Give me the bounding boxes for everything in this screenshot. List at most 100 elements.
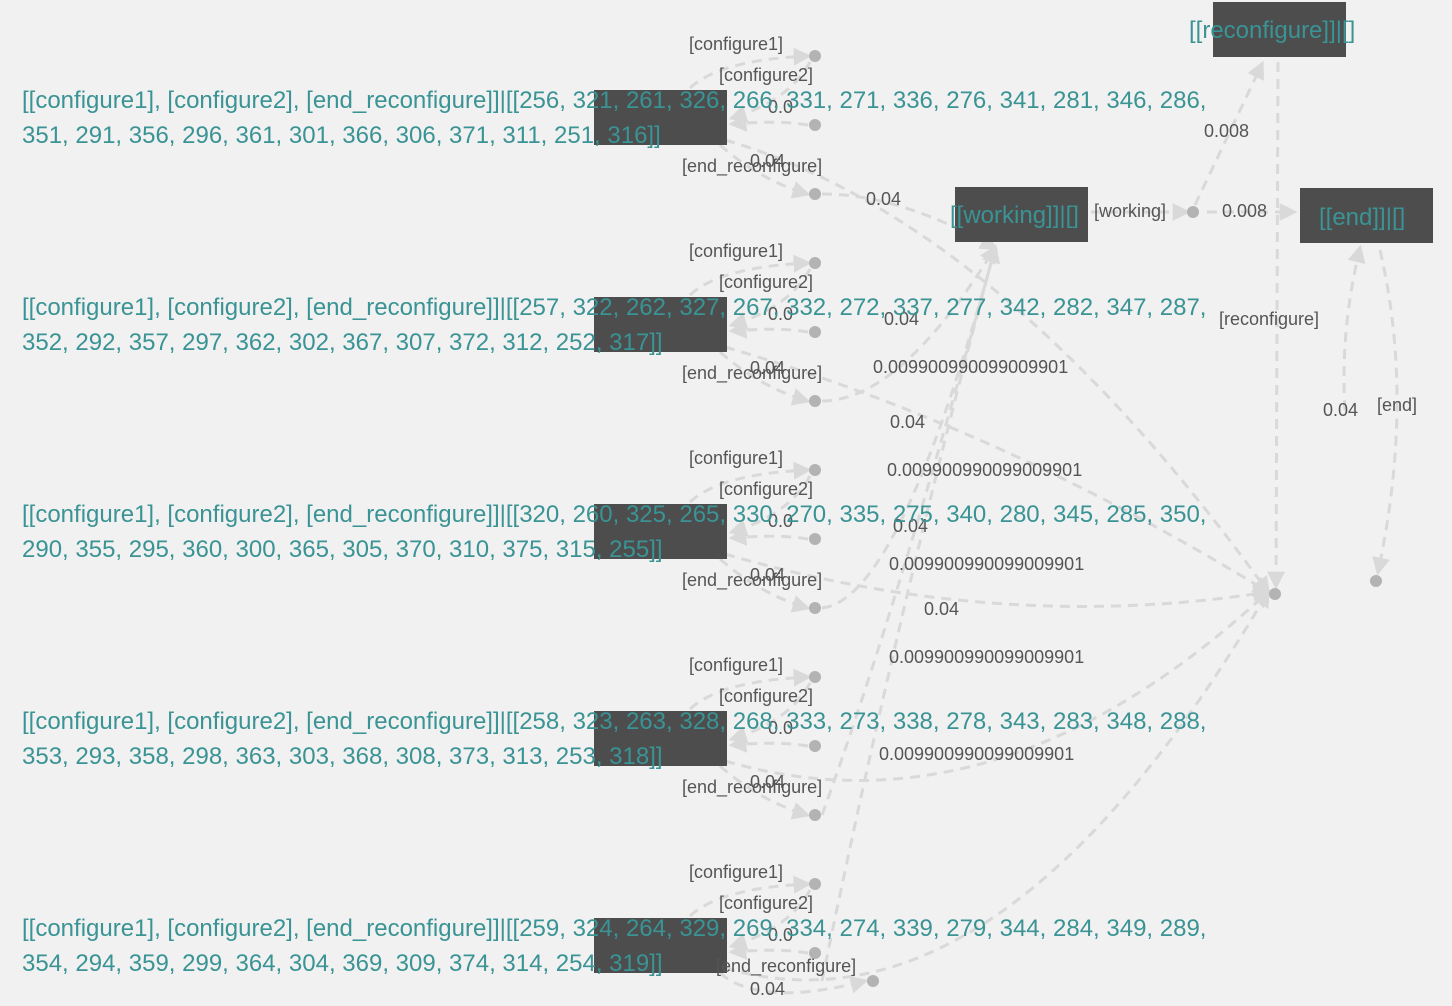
node-config-row-5-label-line2: 354, 294, 359, 299, 364, 304, 369, 309, … xyxy=(22,950,663,977)
label-end-reconfigure-row-4: [end_reconfigure] xyxy=(682,777,822,798)
label-prob-row-3: 0.04 xyxy=(750,565,785,585)
edge-row-2-configure2-back xyxy=(728,320,809,339)
label-configure1-row-5: [configure1] xyxy=(689,862,783,882)
node-reconfigure-label: [[reconfigure]]|[] xyxy=(1189,17,1355,44)
label-prob-r3-working: 0.04 xyxy=(890,412,925,432)
label-configure2-row-3: [configure2] xyxy=(719,479,813,499)
label-prob-r1-working: 0.04 xyxy=(866,189,901,209)
label-configure2-row-5: [configure2] xyxy=(719,893,813,913)
node-config-row-4-box[interactable] xyxy=(594,711,727,766)
label-reconfigure-action: [reconfigure] xyxy=(1219,309,1319,329)
label-prob-small-3: 0.009900990099009901 xyxy=(889,554,1084,574)
label-prob-row-1: 0.04 xyxy=(750,151,785,171)
node-working[interactable]: [[working]]|[] xyxy=(950,187,1088,242)
edge-row-2-to-configure1 xyxy=(688,254,812,297)
edge-row-4-to-end-reconfigure xyxy=(719,764,811,820)
node-config-row-1-label-line1: [[configure1], [configure2], [end_reconf… xyxy=(22,87,1206,114)
end-action-dot xyxy=(1370,575,1382,587)
dot-configure2-row-5 xyxy=(809,947,821,959)
label-working-action: [working] xyxy=(1094,201,1166,221)
edge-working-to-reconfigure xyxy=(1193,60,1264,206)
label-configure1-row-4: [configure1] xyxy=(689,655,783,675)
label-configure1-row-3: [configure1] xyxy=(689,448,783,468)
label-end-reconfigure-row-5: [end_reconfigure] xyxy=(716,956,856,977)
label-prob-partial-row-4: 0.0 xyxy=(768,718,793,738)
edge-row-3-to-end-reconfigure xyxy=(719,557,811,613)
node-config-row-4-label-line2: 353, 293, 358, 298, 363, 303, 368, 308, … xyxy=(22,743,663,770)
edge-row-1-to-end-reconfigure xyxy=(719,143,811,199)
edge-row-4-to-reconfigure-dot xyxy=(724,589,1271,782)
label-prob-r4-working: 0.04 xyxy=(893,516,928,536)
label-configure1-row-2: [configure1] xyxy=(689,241,783,261)
node-config-row-3-label-line2: 290, 355, 295, 360, 300, 365, 305, 370, … xyxy=(22,536,663,563)
label-prob-small-5: 0.009900990099009901 xyxy=(879,744,1074,764)
label-prob-working-reconfigure: 0.008 xyxy=(1204,121,1249,141)
edge-row-2-to-reconfigure-dot xyxy=(724,345,1272,594)
node-working-label: [[working]]|[] xyxy=(950,202,1079,229)
label-configure1-row-1: [configure1] xyxy=(689,34,783,54)
label-end-reconfigure-row-2: [end_reconfigure] xyxy=(682,363,822,384)
dot-configure2-row-3 xyxy=(809,533,821,545)
edge-row-5-to-end-reconfigure xyxy=(719,971,869,995)
label-prob-row-5: 0.04 xyxy=(750,979,785,999)
label-prob-partial-row-5: 0.0 xyxy=(768,925,793,945)
edge-row-5-configure2-back xyxy=(728,941,809,960)
node-config-row-5-box[interactable] xyxy=(594,918,727,973)
edge-row-2-to-working xyxy=(821,244,997,403)
dot-configure1-row-5 xyxy=(809,878,821,890)
edge-row-3-to-configure1 xyxy=(688,461,812,504)
label-prob-small-1: 0.009900990099009901 xyxy=(873,357,1068,377)
label-prob-small-2: 0.009900990099009901 xyxy=(887,460,1082,480)
reconfigure-action-dot xyxy=(1269,588,1281,600)
edge-row-1-to-configure1 xyxy=(688,47,812,90)
node-reconfigure[interactable]: [[reconfigure]]|[] xyxy=(1189,2,1355,57)
edge-row-5-to-working xyxy=(820,244,1000,982)
node-config-row-2-label-line1: [[configure1], [configure2], [end_reconf… xyxy=(22,294,1206,321)
label-prob-working-end: 0.008 xyxy=(1222,201,1267,221)
dot-configure1-row-2 xyxy=(809,257,821,269)
dot-end-reconfigure-row-4 xyxy=(809,809,821,821)
label-end-reconfigure-row-3: [end_reconfigure] xyxy=(682,570,822,591)
node-end[interactable]: [[end]]|[] xyxy=(1300,188,1433,243)
node-config-row-4-label-line1: [[configure1], [configure2], [end_reconf… xyxy=(22,708,1206,735)
edge-row-5-to-configure1 xyxy=(688,875,812,918)
node-working-box xyxy=(955,187,1088,242)
config-rows-layer: [configure1] [configure2] [end_reconfigure… xyxy=(22,34,1206,999)
dot-configure2-row-2 xyxy=(809,326,821,338)
node-config-row-3-box[interactable] xyxy=(594,504,727,559)
edge-row-1-to-reconfigure-dot xyxy=(724,138,1271,595)
dot-configure1-row-4 xyxy=(809,671,821,683)
dot-configure1-row-3 xyxy=(809,464,821,476)
dot-end-reconfigure-row-3 xyxy=(809,602,821,614)
node-config-row-5-label-line1: [[configure1], [configure2], [end_reconf… xyxy=(22,915,1206,942)
label-prob-r5-working: 0.04 xyxy=(924,599,959,619)
node-config-row-1-box[interactable] xyxy=(594,90,727,145)
label-prob-partial-row-1: 0.0 xyxy=(768,97,793,117)
node-config-row-1-label-line2: 351, 291, 356, 296, 361, 301, 366, 306, … xyxy=(22,122,661,149)
label-prob-partial-row-3: 0.0 xyxy=(768,511,793,531)
edge-row-4-to-configure1 xyxy=(688,668,812,711)
node-config-row-2-box[interactable] xyxy=(594,297,727,352)
dot-end-reconfigure-row-5 xyxy=(867,975,879,987)
edge-row-5-to-reconfigure-dot xyxy=(724,588,1270,982)
edge-row-1-configure2-back xyxy=(728,113,809,132)
node-reconfigure-box xyxy=(1213,2,1346,57)
dot-configure2-row-4 xyxy=(809,740,821,752)
label-prob-r2-working: 0.04 xyxy=(884,309,919,329)
node-config-row-3-label-line1: [[configure1], [configure2], [end_reconf… xyxy=(22,501,1206,528)
label-prob-row-4: 0.04 xyxy=(750,772,785,792)
label-configure2-row-4: [configure2] xyxy=(719,686,813,706)
dot-end-reconfigure-row-2 xyxy=(809,395,821,407)
label-end-reconfigure-row-1: [end_reconfigure] xyxy=(682,156,822,177)
edge-end-self-up xyxy=(1342,244,1366,411)
dot-configure1-row-1 xyxy=(809,50,821,62)
label-configure2-row-2: [configure2] xyxy=(719,272,813,292)
dot-configure2-row-1 xyxy=(809,119,821,131)
label-end-action: [end] xyxy=(1377,395,1417,415)
edge-row-3-configure2-back xyxy=(728,527,809,546)
edge-node-reconfigure-to-dot xyxy=(1267,61,1286,590)
label-prob-row-2: 0.04 xyxy=(750,358,785,378)
label-prob-end-self: 0.04 xyxy=(1323,400,1358,420)
edge-row-4-configure2-back xyxy=(728,734,809,753)
